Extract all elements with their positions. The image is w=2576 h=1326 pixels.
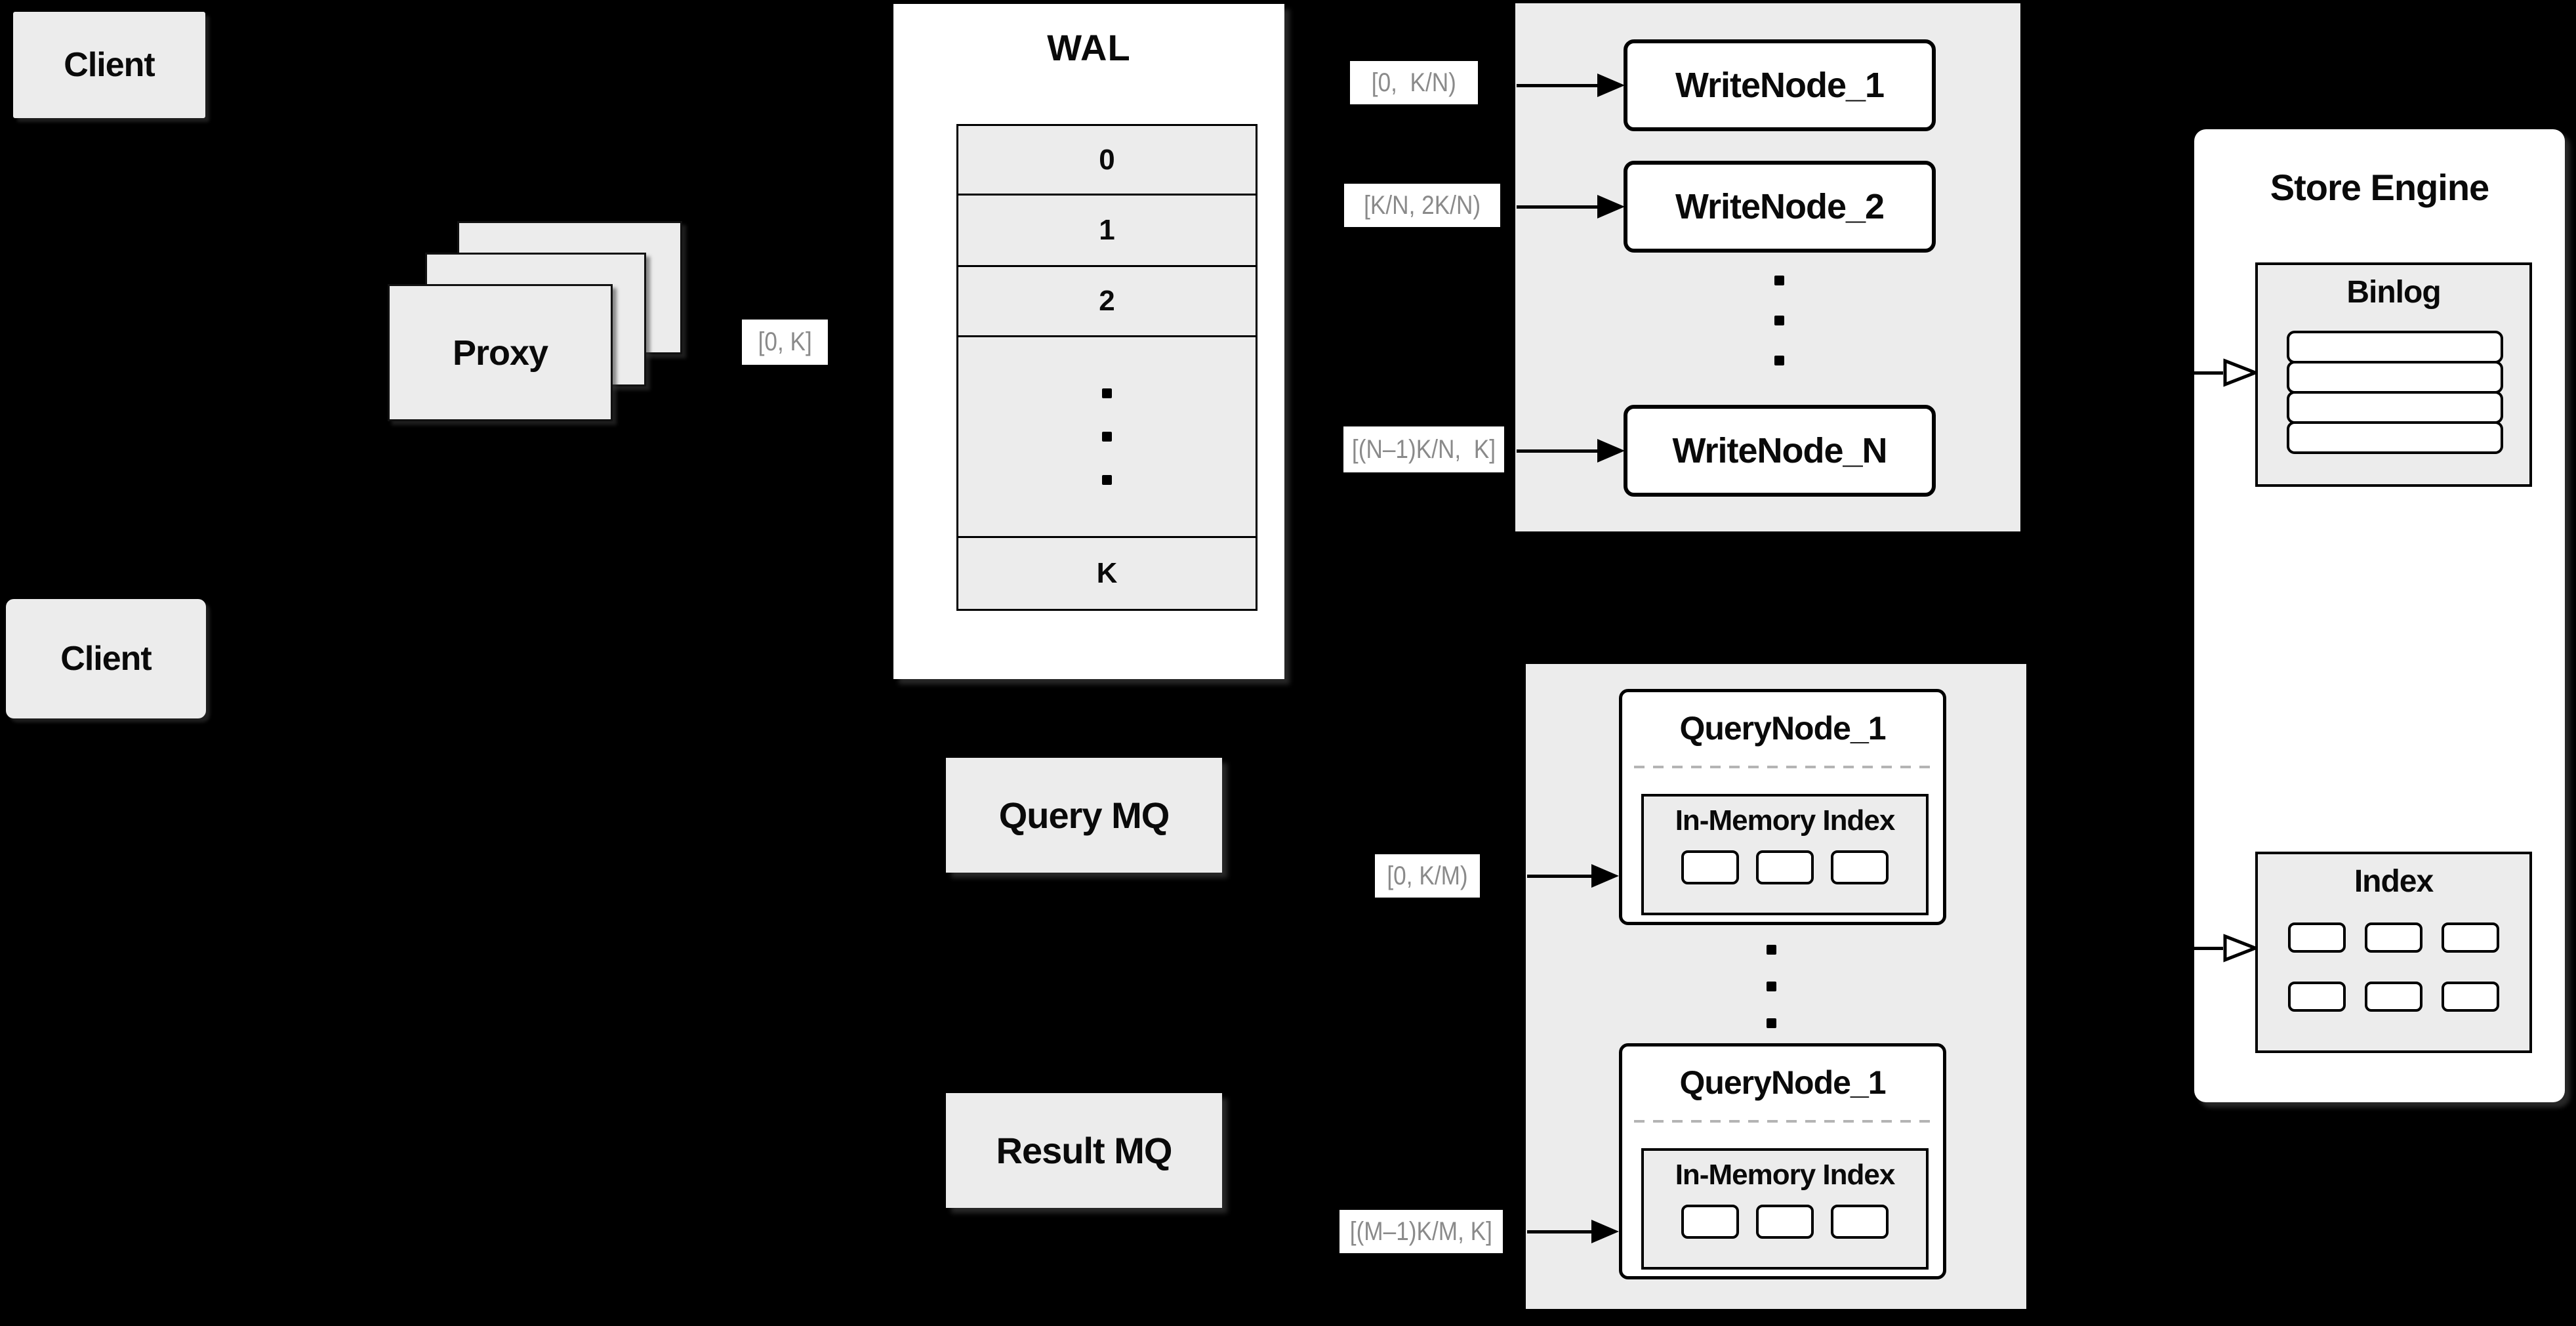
index-cell bbox=[2442, 922, 2499, 953]
index-cell bbox=[2442, 982, 2499, 1012]
in-memory-index-label: In-Memory Index bbox=[1675, 1159, 1896, 1191]
arrowhead-icon bbox=[1591, 864, 1619, 888]
arrowhead-icon bbox=[1597, 195, 1625, 218]
arrowhead-icon bbox=[1597, 439, 1625, 463]
writenode-1-label: WriteNode_1 bbox=[1675, 66, 1885, 105]
ellipsis-dot-icon bbox=[1774, 316, 1784, 325]
writenode-n-label: WriteNode_N bbox=[1672, 431, 1887, 470]
segment-cell bbox=[1681, 850, 1739, 884]
hollow-arrowhead-icon bbox=[2223, 934, 2257, 963]
binlog-row bbox=[2287, 391, 2503, 424]
hollow-arrowhead-icon bbox=[2223, 358, 2257, 387]
segment-cells bbox=[1644, 1205, 1926, 1239]
arrow-to-writenode-1 bbox=[1517, 73, 1625, 97]
writenode-2-box: WriteNode_2 bbox=[1624, 161, 1936, 253]
ellipsis-dot-icon bbox=[1102, 432, 1112, 442]
wal-row-k: K bbox=[956, 536, 1257, 611]
binlog-row bbox=[2287, 421, 2503, 454]
index-title: Index bbox=[2354, 864, 2434, 899]
arrow-to-index bbox=[2194, 934, 2257, 963]
store-engine-box: Store Engine Binlog Index bbox=[2194, 129, 2565, 1102]
client-top-box: Client bbox=[13, 12, 205, 118]
index-cell bbox=[2288, 982, 2346, 1012]
query-nodes-ellipsis bbox=[1767, 945, 1776, 1028]
result-mq-label: Result MQ bbox=[996, 1130, 1173, 1171]
client-bottom-box: Client bbox=[6, 599, 206, 718]
wal-row-1: 1 bbox=[956, 194, 1257, 267]
writenode-n-box: WriteNode_N bbox=[1624, 405, 1936, 497]
arrowhead-icon bbox=[1597, 73, 1625, 97]
result-mq-box: Result MQ bbox=[946, 1093, 1222, 1208]
query-nodes-panel: QueryNode_1 In-Memory Index QueryNode_1 … bbox=[1526, 664, 2026, 1309]
index-cell bbox=[2365, 982, 2423, 1012]
proxy-stack: Proxy bbox=[388, 221, 682, 421]
client-bottom-label: Client bbox=[60, 640, 152, 678]
querynode-1-title: QueryNode_1 bbox=[1679, 710, 1886, 747]
writenode-2-label: WriteNode_2 bbox=[1675, 187, 1885, 226]
segment-cell bbox=[1831, 1205, 1889, 1239]
write-nodes-ellipsis bbox=[1774, 276, 1784, 365]
querynode-1-range-label: [0, K/M) bbox=[1375, 854, 1480, 898]
writenode-1-box: WriteNode_1 bbox=[1624, 39, 1936, 131]
wal-ellipsis-row bbox=[956, 335, 1257, 538]
querynode-2-range-label: [(M–1)K/M, K] bbox=[1339, 1210, 1503, 1253]
arrow-to-binlog bbox=[2194, 358, 2257, 387]
writenode-n-range-label: [(N–1)K/N, K] bbox=[1343, 426, 1504, 472]
wal-title: WAL bbox=[1047, 27, 1131, 68]
writenode-2-range-label: [K/N, 2K/N) bbox=[1344, 184, 1500, 227]
wal-row-0: 0 bbox=[956, 124, 1257, 196]
in-memory-index-label: In-Memory Index bbox=[1675, 804, 1896, 837]
proxy-box-front: Proxy bbox=[388, 284, 613, 421]
segment-cells bbox=[1644, 850, 1926, 884]
wal-segment-table: 0 1 2 K bbox=[956, 124, 1257, 611]
arrow-to-querynode-2 bbox=[1527, 1220, 1619, 1243]
ellipsis-dot-icon bbox=[1774, 276, 1784, 285]
arrow-to-querynode-1 bbox=[1527, 864, 1619, 888]
store-engine-title: Store Engine bbox=[2270, 167, 2489, 208]
writenode-1-range-label: [0, K/N) bbox=[1350, 61, 1478, 104]
index-cells bbox=[2288, 922, 2504, 1012]
proxy-label: Proxy bbox=[452, 333, 548, 373]
querynode-2-box: QueryNode_1 In-Memory Index bbox=[1619, 1043, 1946, 1279]
ellipsis-dot-icon bbox=[1102, 475, 1112, 485]
querynode-1-box: QueryNode_1 In-Memory Index bbox=[1619, 689, 1946, 925]
in-memory-index-box: In-Memory Index bbox=[1641, 1148, 1929, 1270]
binlog-title: Binlog bbox=[2346, 275, 2441, 310]
dashed-divider bbox=[1634, 1120, 1931, 1123]
client-top-label: Client bbox=[64, 46, 155, 84]
ellipsis-dot-icon bbox=[1767, 982, 1776, 991]
segment-cell bbox=[1756, 1205, 1814, 1239]
query-mq-label: Query MQ bbox=[998, 795, 1170, 836]
arrowhead-icon bbox=[1591, 1220, 1619, 1243]
dashed-divider bbox=[1634, 766, 1931, 768]
arrow-to-writenode-2 bbox=[1517, 195, 1625, 218]
binlog-row bbox=[2287, 361, 2503, 394]
index-cell bbox=[2365, 922, 2423, 953]
index-cell bbox=[2288, 922, 2346, 953]
wal-box: WAL 0 1 2 K bbox=[893, 4, 1284, 679]
ellipsis-dot-icon bbox=[1102, 388, 1112, 398]
segment-cell bbox=[1831, 850, 1889, 884]
query-mq-box: Query MQ bbox=[946, 758, 1222, 873]
proxy-range-label: [0, K] bbox=[742, 320, 828, 365]
in-memory-index-box: In-Memory Index bbox=[1641, 794, 1929, 915]
index-box: Index bbox=[2255, 852, 2532, 1053]
binlog-row bbox=[2287, 331, 2503, 363]
arrow-to-writenode-n bbox=[1517, 439, 1625, 463]
binlog-rows bbox=[2287, 331, 2503, 454]
ellipsis-dot-icon bbox=[1767, 1018, 1776, 1028]
segment-cell bbox=[1756, 850, 1814, 884]
binlog-box: Binlog bbox=[2255, 262, 2532, 487]
wal-row-2: 2 bbox=[956, 265, 1257, 337]
segment-cell bbox=[1681, 1205, 1739, 1239]
querynode-2-title: QueryNode_1 bbox=[1679, 1064, 1886, 1101]
ellipsis-dot-icon bbox=[1774, 356, 1784, 365]
ellipsis-dot-icon bbox=[1767, 945, 1776, 955]
